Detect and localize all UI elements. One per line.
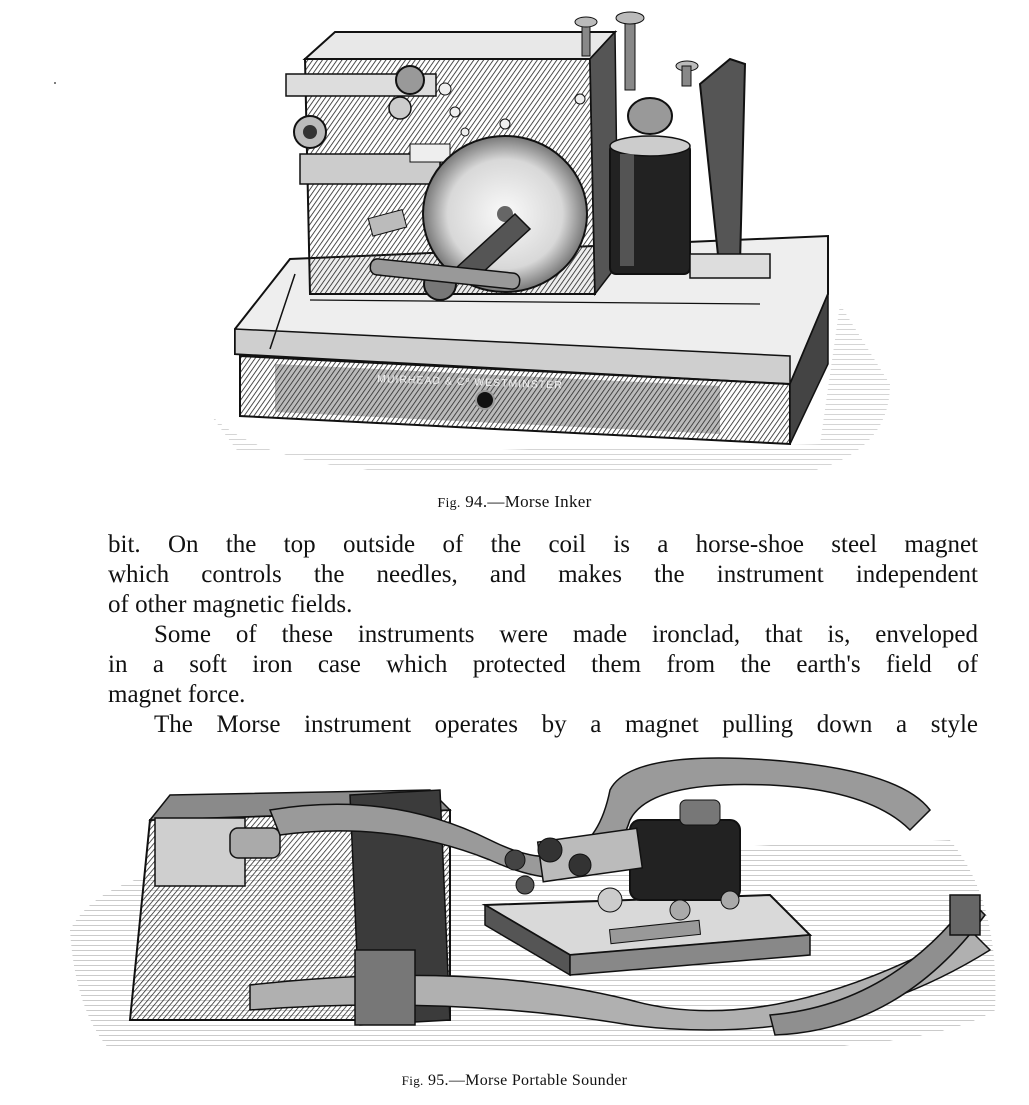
text-line: of other magnetic fields. [108, 591, 353, 618]
figure-number: 95. [427, 1072, 449, 1089]
text-line: which controls the needles, and makes th… [108, 561, 978, 588]
text-line: Some of these instruments were made iron… [154, 621, 978, 648]
morse-portable-sounder-illustration [70, 750, 1000, 1058]
body-text: bit. On the top outside of the coil is a… [108, 530, 978, 740]
figure-title: Morse Portable Sounder [465, 1072, 628, 1089]
text-line: The Morse instrument operates by a magne… [154, 711, 978, 738]
caption-dash: — [487, 492, 505, 511]
text-line: magnet force. [108, 681, 246, 708]
figure-number: 94. [465, 492, 488, 511]
figure-95-caption: Fig. 95.—Morse Portable Sounder [0, 1072, 1029, 1090]
caption-dash: — [448, 1072, 466, 1089]
paragraph: The Morse instrument operates by a magne… [108, 710, 978, 740]
text-line: bit. On the top outside of the coil is a… [108, 531, 978, 558]
figure-label: Fig. [437, 496, 461, 511]
paragraph: Some of these instruments were made iron… [108, 620, 978, 710]
text-line: in a soft iron case which protected them… [108, 651, 978, 678]
figure-94-caption: Fig. 94.—Morse Inker [0, 492, 1029, 512]
stray-mark [54, 82, 56, 84]
figure-label: Fig. [401, 1073, 424, 1088]
figure-title: Morse Inker [504, 492, 592, 511]
paragraph: bit. On the top outside of the coil is a… [108, 530, 978, 620]
morse-inker-illustration: MUIRHEAD & Cº WESTMINSTER [200, 4, 900, 482]
